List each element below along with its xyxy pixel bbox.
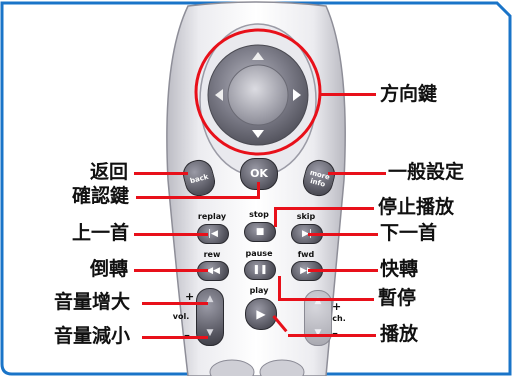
volume-down-arrow-icon: ▼ [206,328,214,338]
ch-caption: ch. [332,314,346,323]
bottom-button-right [259,359,305,376]
label-settings: 一般設定 [388,161,465,183]
fast-forward-icon: ▶▶ [300,266,314,276]
leader-volume-down [142,336,208,339]
play-caption: play [249,286,269,295]
ch-minus-sign: – [332,326,338,340]
dpad-left-arrow [215,89,223,101]
dpad-down-arrow [252,130,264,138]
label-stop: 停止播放 [378,196,455,218]
label-volume-up: 音量增大 [54,291,131,313]
volume-up-arrow-icon: ▲ [206,294,214,304]
stop-button[interactable]: ■ [244,222,276,242]
play-button[interactable]: ▶ [245,298,277,330]
label-play: 播放 [380,323,419,345]
dpad-highlight-ring [194,28,322,156]
rew-caption: rew [203,250,221,259]
leader-play [288,334,376,337]
channel-down-arrow-icon: ▼ [314,328,322,338]
pause-caption: pause [245,249,273,258]
dpad-center [227,64,289,126]
replay-caption: replay [197,212,227,221]
vol-caption: vol. [172,312,190,321]
rewind-icon: ◀◀ [206,266,220,276]
label-volume-down: 音量減小 [54,325,131,347]
play-icon: ▶ [256,307,266,321]
pause-icon: ❚❚ [252,265,268,275]
skip-caption: skip [296,212,316,221]
leader-volume-up [142,302,208,305]
leader-settings [328,172,386,175]
leader-pause-vertical [278,276,281,300]
leader-back [134,172,188,175]
leader-stop-vertical [274,207,277,227]
leader-confirm-vertical [257,182,260,199]
stop-icon: ■ [255,227,265,237]
label-rewind: 倒轉 [90,258,129,280]
replay-icon: |◀ [208,229,218,239]
ok-button-label: OK [250,167,268,180]
label-next: 下一首 [380,222,438,244]
label-previous: 上一首 [72,222,130,244]
label-confirm: 確認鍵 [72,185,130,207]
leader-forward [308,269,378,272]
ch-plus-sign: + [332,300,342,313]
dpad-right-arrow [293,89,301,101]
vol-plus-sign: + [185,290,195,303]
label-back: 返回 [90,161,129,183]
leader-rewind [134,269,208,272]
pause-button[interactable]: ❚❚ [244,260,276,280]
leader-confirm [136,196,260,199]
leader-next [308,233,378,236]
label-direction-keys: 方向鍵 [380,83,438,105]
leader-previous [134,233,208,236]
dpad-up-arrow [252,52,264,60]
channel-up-arrow-icon: ▲ [314,296,322,306]
fwd-caption: fwd [297,250,315,259]
vol-minus-sign: – [184,328,190,342]
label-forward: 快轉 [380,258,419,280]
leader-pause [278,298,374,301]
leader-direction-keys [320,93,376,96]
bottom-button-left [209,359,255,376]
stop-caption: stop [249,210,269,219]
back-button-label: back [189,172,210,186]
label-pause: 暫停 [378,287,417,309]
skip-icon: ▶| [302,229,312,239]
leader-stop [276,207,374,210]
